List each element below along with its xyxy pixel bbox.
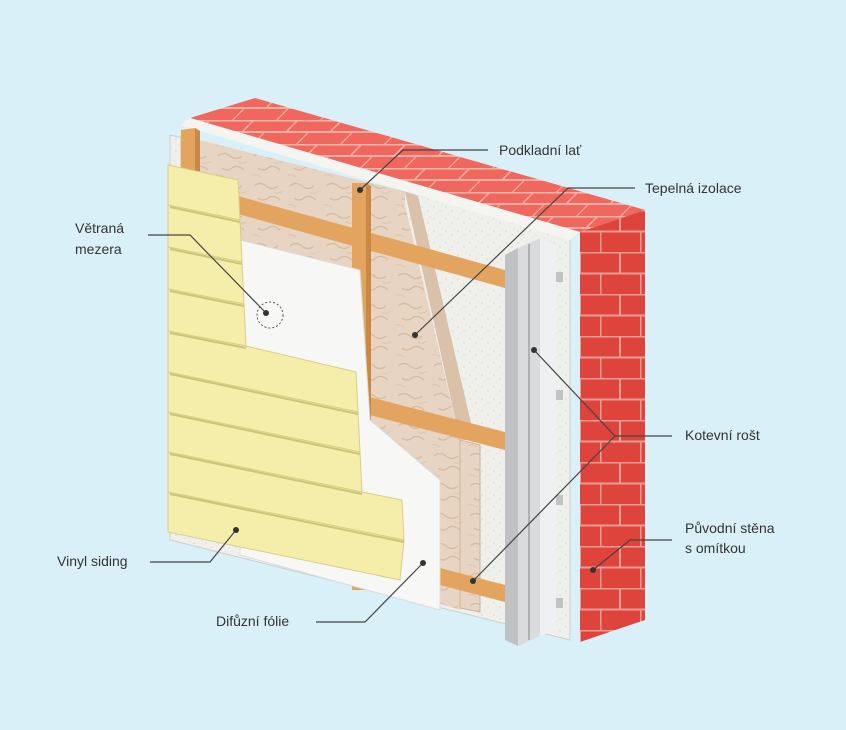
leader-dots — [233, 187, 596, 584]
batten-horizontal-1 — [180, 180, 505, 288]
insulation-strip — [459, 439, 481, 613]
brick-wall-top — [190, 98, 645, 232]
label-tepelna-izolace: Tepelná izolace — [645, 180, 742, 196]
plaster-top-edge — [180, 118, 580, 240]
label-kotevni-rost: Kotevní rošt — [685, 427, 760, 443]
label-vetrana-mezera-line1: Větraná — [75, 220, 125, 236]
label-difuzni-folie: Difůzní fólie — [216, 613, 290, 629]
batten-horizontal-2 — [350, 392, 505, 450]
vinyl-siding — [167, 164, 405, 581]
label-puvodni-stena-line2: s omítkou — [685, 540, 746, 556]
brick-wall-side-shade — [580, 210, 645, 642]
label-vinyl-siding: Vinyl siding — [57, 553, 128, 569]
label-puvodni-stena-line1: Původní stěna — [685, 520, 775, 536]
anchor-rail-flange — [540, 238, 556, 636]
vent-gap-marker — [256, 301, 284, 329]
anchor-rail-flange2 — [505, 248, 518, 646]
leader-lines — [148, 149, 672, 623]
label-podkladni-lat: Podkladní lať — [499, 142, 582, 158]
label-vetrana-mezera-line2: mezera — [75, 241, 122, 257]
brick-wall-side — [580, 210, 645, 642]
batten-horizontal-3 — [440, 568, 505, 602]
